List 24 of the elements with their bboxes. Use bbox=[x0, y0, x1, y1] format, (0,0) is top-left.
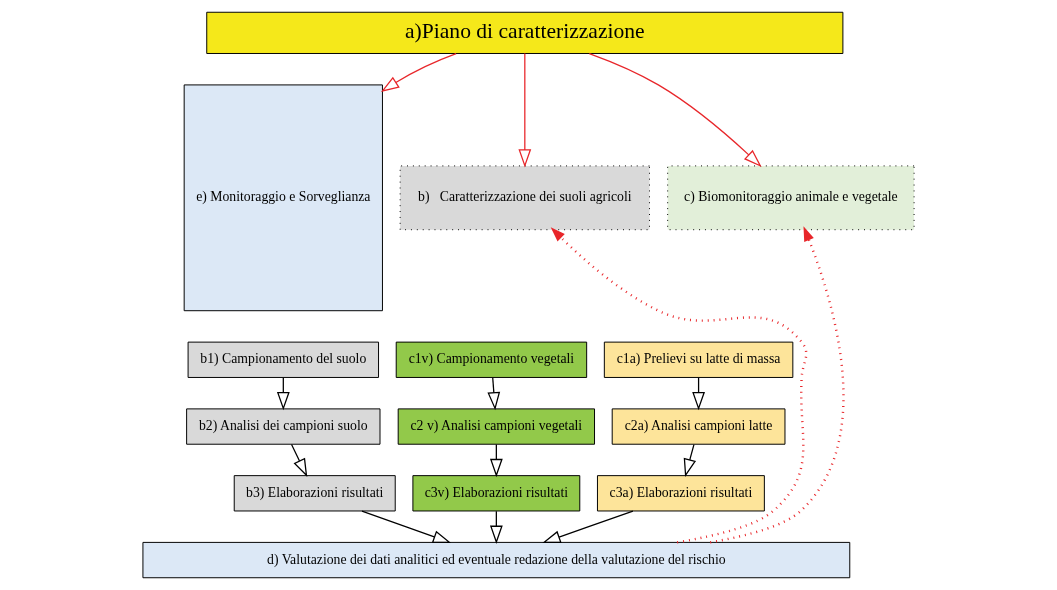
arrow bbox=[487, 377, 501, 411]
node-box: c3a) Elaborazioni risultati bbox=[597, 475, 765, 512]
arrow bbox=[588, 52, 762, 168]
arrow bbox=[683, 443, 697, 478]
arrow bbox=[542, 510, 634, 543]
arrow bbox=[709, 226, 845, 544]
node-box: c) Biomonitoraggio animale e vegetale bbox=[667, 165, 915, 231]
arrow bbox=[361, 510, 452, 543]
node-box: a)Piano di caratterizzazione bbox=[206, 11, 844, 54]
node-box: c2 v) Analisi campioni vegetali bbox=[397, 408, 595, 445]
node-box: c3v) Elaborazioni risultati bbox=[412, 475, 581, 512]
node-box: b3) Elaborazioni risultati bbox=[233, 475, 396, 512]
node-box: c1a) Prelievi su latte di massa bbox=[603, 341, 794, 378]
node-box: d) Valutazione dei dati analitici ed eventuale redazione della valutazione del rischio bbox=[142, 541, 851, 579]
node-box: c1v) Campionamento vegetali bbox=[395, 341, 588, 378]
node-box: b) Caratterizzazione dei suoli agricoli bbox=[399, 165, 650, 231]
arrow bbox=[290, 443, 308, 477]
node-box: b1) Campionamento del suolo bbox=[187, 341, 380, 378]
arrow bbox=[380, 52, 457, 93]
node-box: e) Monitoraggio e Sorveglianza bbox=[183, 84, 383, 312]
node-box: b2) Analisi dei campioni suolo bbox=[186, 408, 381, 445]
arrow bbox=[550, 227, 808, 544]
arrow bbox=[518, 52, 532, 168]
node-box: c2a) Analisi campioni latte bbox=[611, 408, 786, 445]
